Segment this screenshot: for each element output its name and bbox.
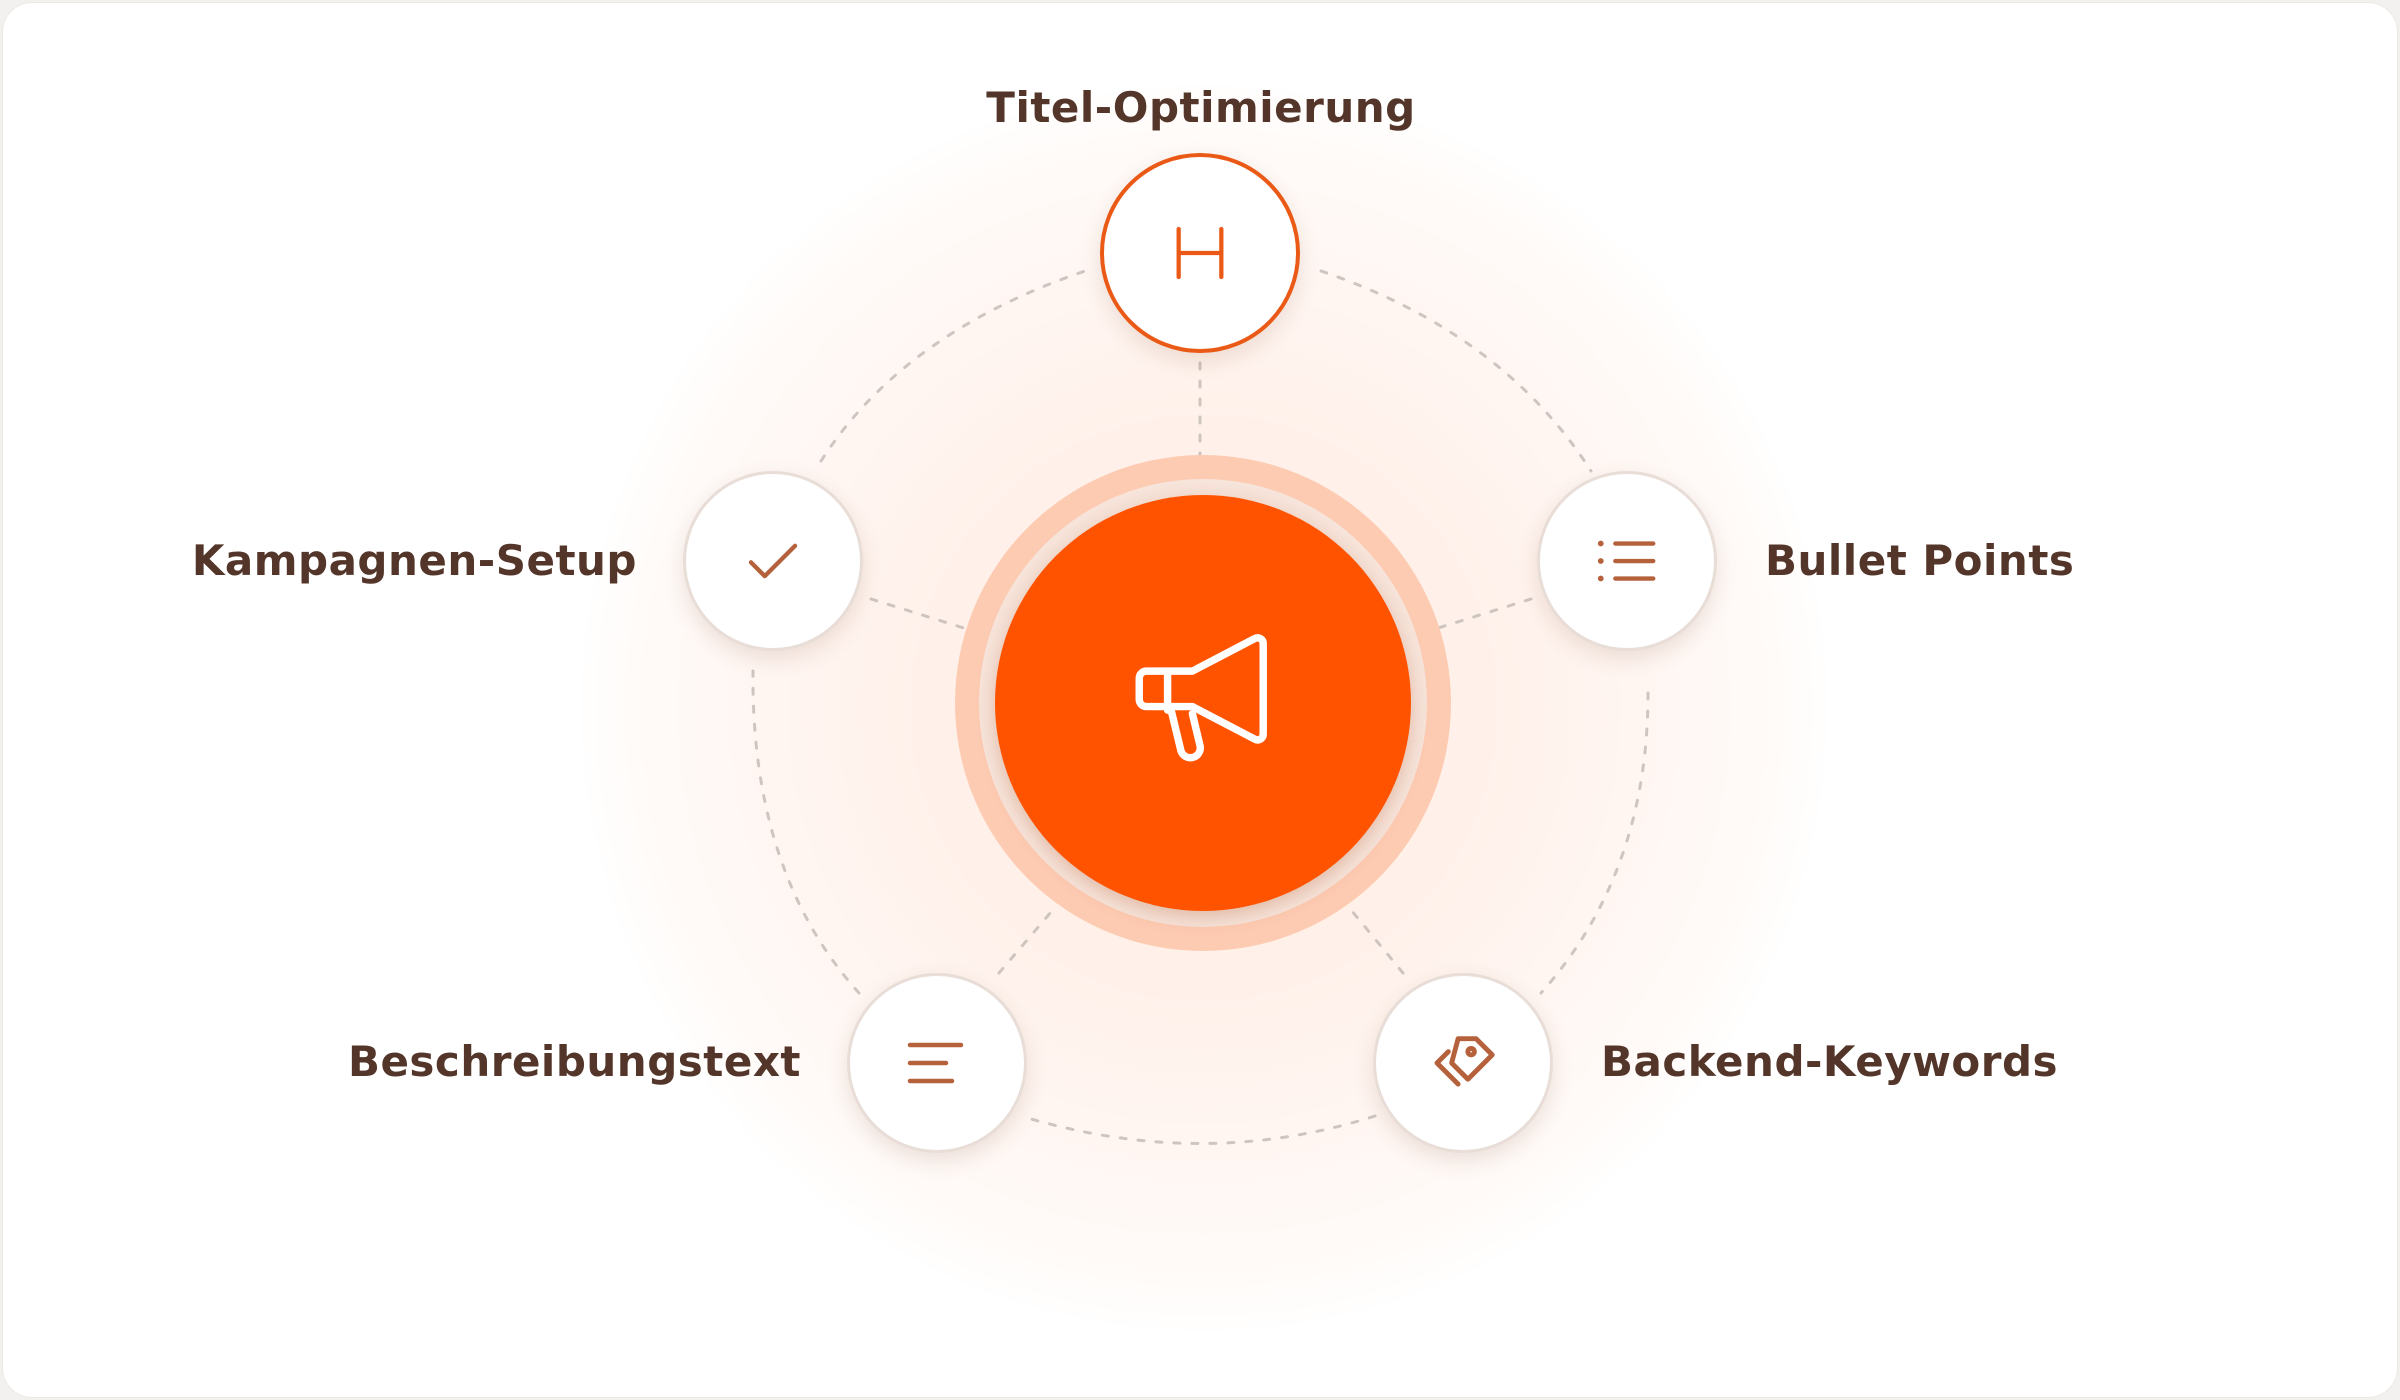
label-titel-optimierung: Titel-Optimierung — [986, 83, 1416, 132]
spoke-right — [1433, 597, 1533, 631]
label-kampagnen-setup: Kampagnen-Setup — [191, 536, 637, 585]
node-beschreibungstext[interactable] — [847, 973, 1027, 1153]
ring-segment-top-right — [1319, 269, 1593, 473]
node-titel-optimierung[interactable] — [1100, 153, 1300, 353]
ring-segment-top-left — [819, 269, 1087, 463]
connector-lines — [751, 269, 1650, 1145]
hub-circle[interactable] — [995, 495, 1411, 911]
tags-icon — [1434, 1036, 1495, 1087]
check-icon — [748, 543, 798, 579]
label-beschreibungstext: Beschreibungstext — [347, 1037, 801, 1086]
text-align-left-icon — [907, 1042, 964, 1084]
spoke-bottom-right — [1345, 903, 1405, 975]
ring-segment-bottom — [1019, 1114, 1377, 1145]
list-icon — [1597, 540, 1656, 582]
spoke-left — [869, 597, 969, 631]
megaphone-icon — [1135, 634, 1267, 762]
ring-segment-left — [751, 669, 861, 995]
heading-icon — [1176, 226, 1224, 280]
ring-segment-right — [1539, 691, 1650, 995]
label-bullet-points: Bullet Points — [1765, 536, 2075, 585]
spoke-bottom-left — [997, 903, 1059, 975]
node-kampagnen-setup[interactable] — [683, 471, 863, 651]
label-backend-keywords: Backend-Keywords — [1601, 1037, 2059, 1086]
node-backend-keywords[interactable] — [1373, 973, 1553, 1153]
node-bullet-points[interactable] — [1537, 471, 1717, 651]
